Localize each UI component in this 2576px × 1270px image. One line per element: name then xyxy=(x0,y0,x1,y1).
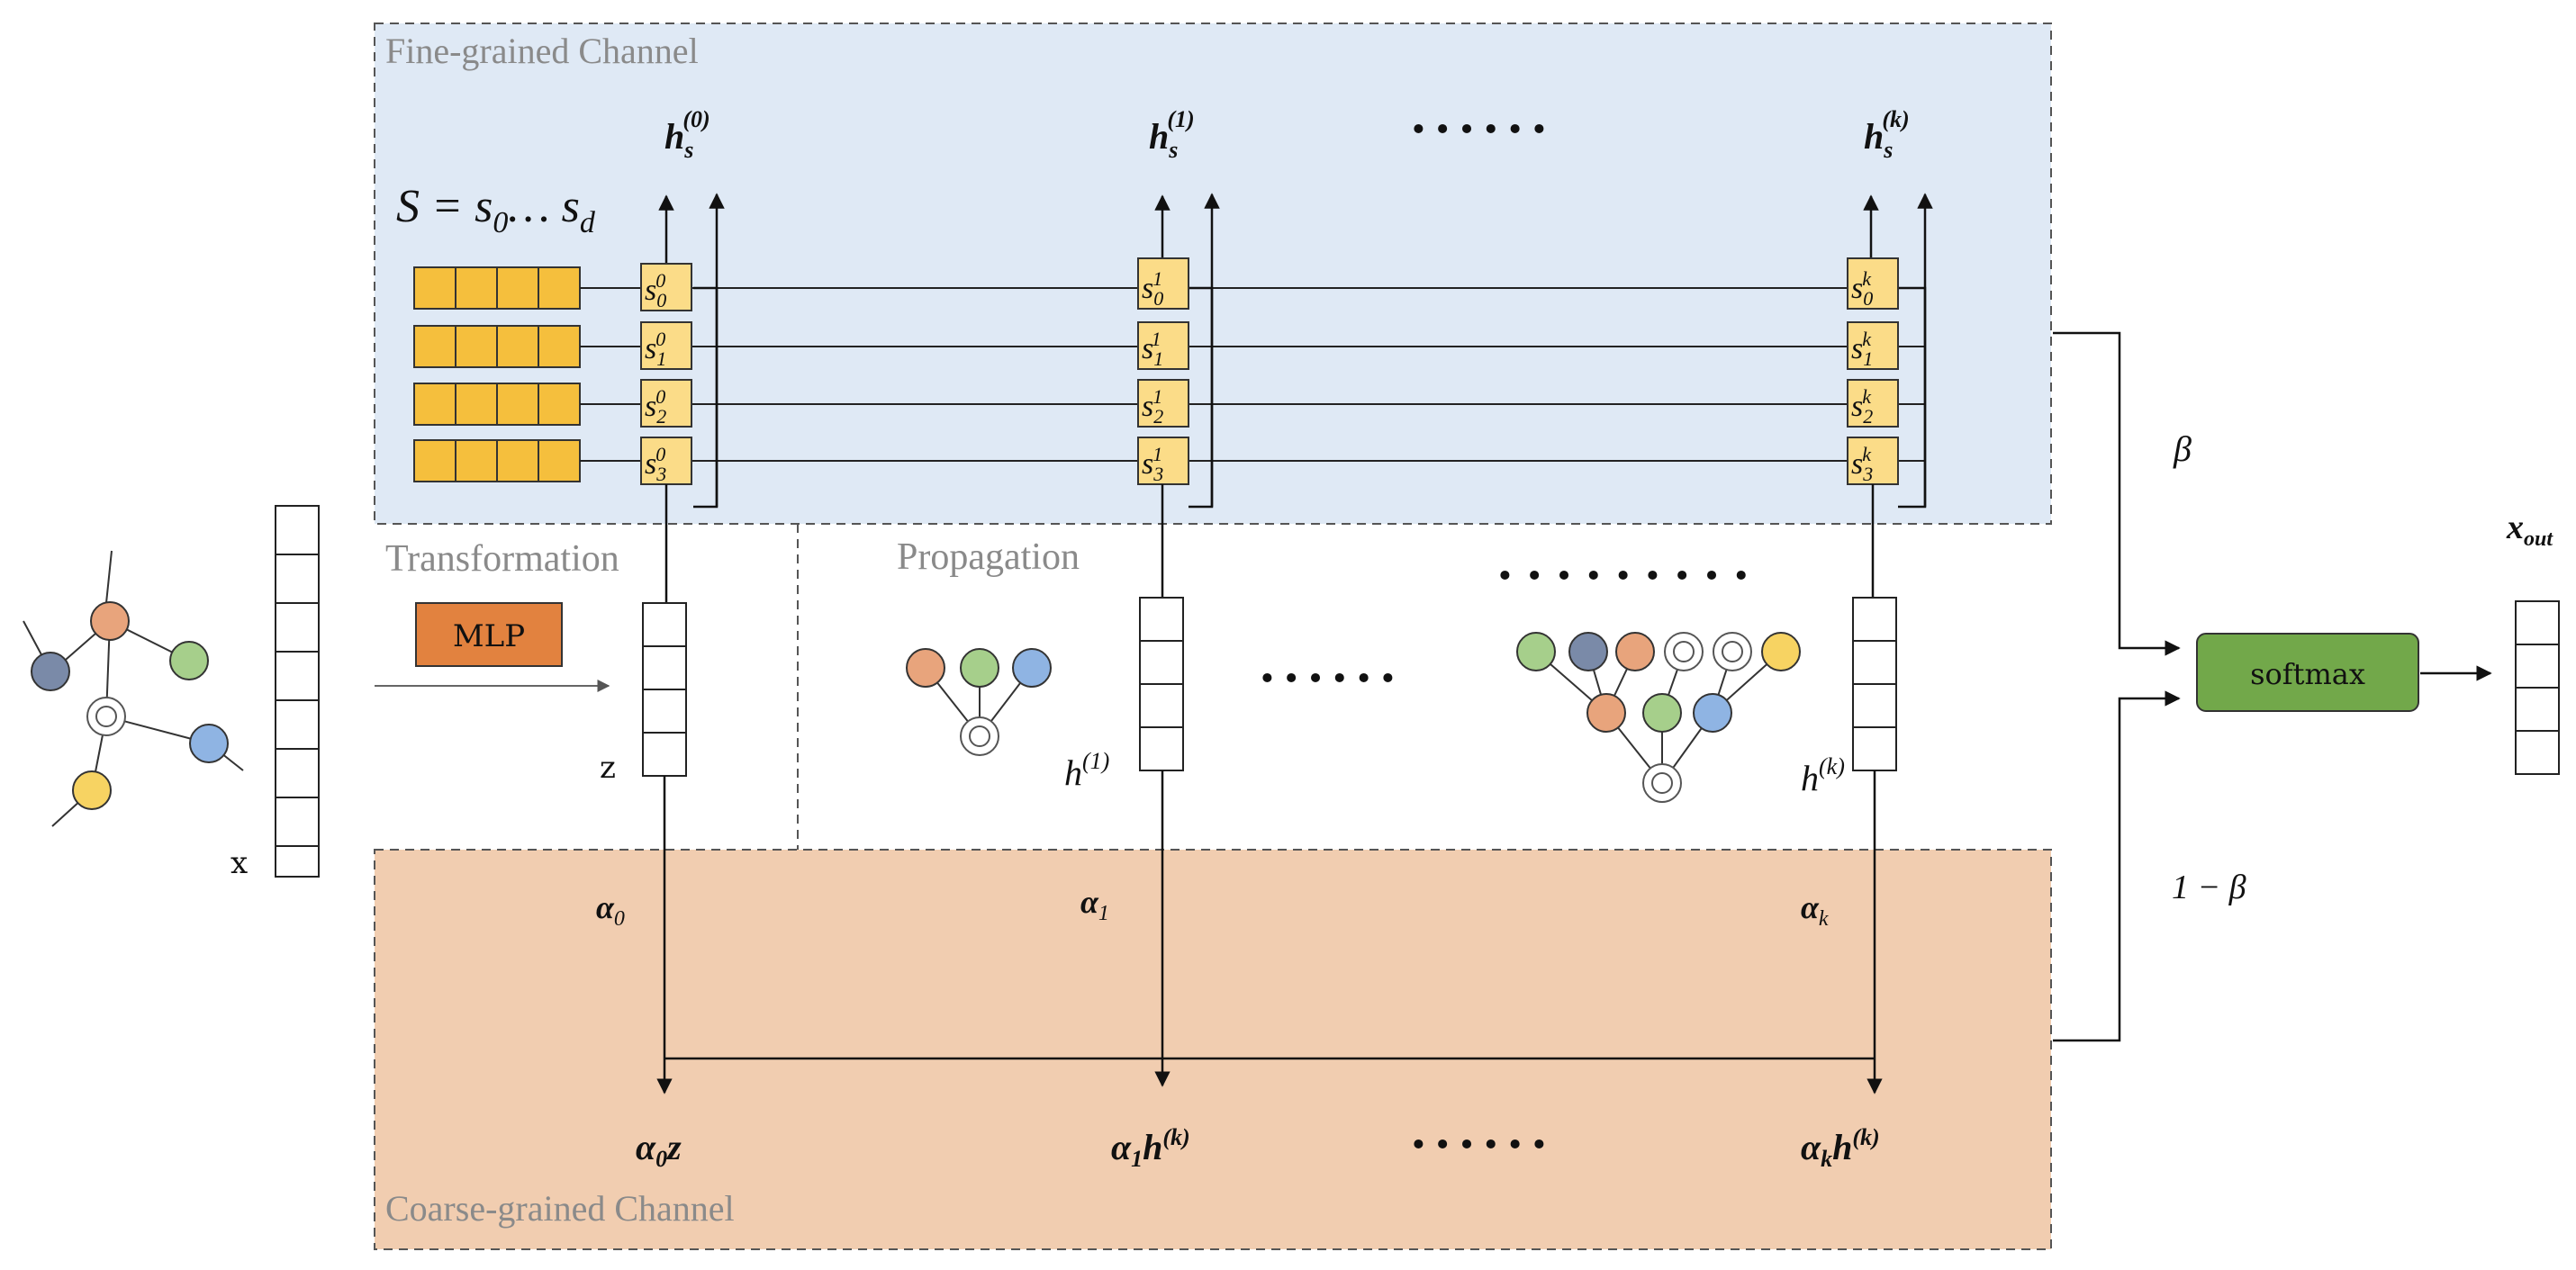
softmax-label: softmax xyxy=(2250,657,2365,691)
bottom-label-alpha1-hk: α1h(k) xyxy=(1111,1124,1190,1172)
state-s2-1: s21 xyxy=(1142,385,1163,428)
set-label: S = s0… sd xyxy=(396,181,596,239)
bottom-label-alpha0-z: α0z xyxy=(636,1127,682,1172)
state-s1-0: s10 xyxy=(645,328,666,370)
softmax-connectors xyxy=(2053,331,2492,1042)
top-label-h-s-k: hs(k) xyxy=(1864,106,1910,163)
propagation-ellipsis-long: ········· xyxy=(1496,546,1762,604)
state-s0-k: s0k xyxy=(1851,267,1873,310)
graph-node-dark-blue xyxy=(31,652,70,691)
bottom-label-alphak-hk: αkh(k) xyxy=(1801,1124,1880,1172)
h1-vector xyxy=(1139,597,1184,771)
state-s1-1: s11 xyxy=(1142,328,1162,370)
alpha-1-label: α1 xyxy=(1080,884,1109,925)
segment-row-3 xyxy=(413,439,581,482)
mlp-label: MLP xyxy=(453,618,525,654)
transformation-title: Transformation xyxy=(385,538,619,580)
bottom-ellipsis: ······ xyxy=(1410,1115,1555,1173)
state-s3-0: s30 xyxy=(645,443,666,485)
state-boxes-layer-0: s00 s10 s20 s30 xyxy=(640,263,692,485)
alpha-0-label: α0 xyxy=(596,889,625,931)
segment-row-0 xyxy=(413,266,581,310)
coarse-grained-channel-region xyxy=(374,849,2052,1250)
softmax-box xyxy=(2196,633,2419,712)
middle-ellipsis: ······ xyxy=(1259,649,1404,707)
input-vector-x xyxy=(275,505,320,878)
graph-node-yellow xyxy=(72,770,112,810)
top-ellipsis: ······ xyxy=(1410,100,1555,158)
coarse-grained-title: Coarse-grained Channel xyxy=(385,1188,735,1229)
mlp-box xyxy=(415,602,563,667)
x-label: x xyxy=(230,845,248,881)
one-minus-beta-label: 1 − β xyxy=(2172,869,2246,906)
graph-node-green xyxy=(169,641,209,680)
hk-label: h(k) xyxy=(1801,753,1845,798)
segment-row-2 xyxy=(413,383,581,426)
hk-vector xyxy=(1852,597,1897,771)
input-graph xyxy=(23,550,244,827)
fine-grained-title: Fine-grained Channel xyxy=(385,31,699,71)
propagation-title: Propagation xyxy=(897,536,1080,578)
state-s3-k: s3k xyxy=(1851,443,1873,485)
state-boxes-layer-k: s0k s1k s2k s3k xyxy=(1847,257,1899,485)
graph-node-orange xyxy=(90,601,130,641)
top-label-h-s-0: hs(0) xyxy=(664,106,710,163)
state-s2-0: s20 xyxy=(645,385,666,428)
top-label-h-s-1: hs(1) xyxy=(1149,106,1195,163)
state-s1-k: s1k xyxy=(1851,328,1873,370)
state-s3-1: s31 xyxy=(1142,443,1163,485)
output-vector xyxy=(2515,600,2560,775)
z-vector xyxy=(642,602,687,777)
graph-node-target xyxy=(86,697,126,736)
propagation-graph-1 xyxy=(906,648,1052,756)
propagation-graph-k xyxy=(1516,632,1801,803)
state-s0-0: s00 xyxy=(645,269,666,311)
beta-label: β xyxy=(2173,428,2192,469)
coarse-vertical-arrows xyxy=(656,770,1883,1094)
segment-row-1 xyxy=(413,325,581,368)
fine-vertical-arrows xyxy=(658,193,1933,509)
xout-label: xout xyxy=(2506,509,2553,551)
state-boxes-layer-1: s01 s11 s21 s31 xyxy=(1137,257,1189,485)
column-connectors xyxy=(664,484,1875,603)
state-s0-1: s01 xyxy=(1142,267,1163,310)
graph-node-blue xyxy=(189,724,229,763)
h1-label: h(1) xyxy=(1064,748,1109,793)
z-label: z xyxy=(600,750,616,786)
state-s2-k: s2k xyxy=(1851,385,1873,428)
alpha-k-label: αk xyxy=(1801,889,1829,931)
state-lines xyxy=(580,287,1925,462)
